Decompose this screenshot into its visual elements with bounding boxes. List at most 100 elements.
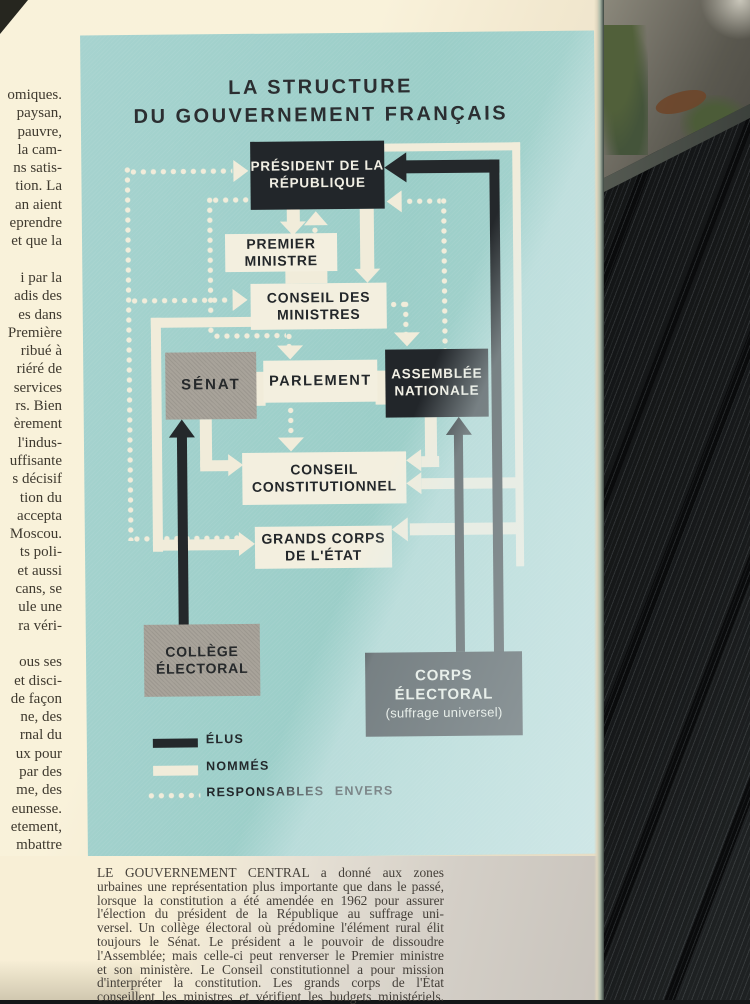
left-column-line: ne, des <box>20 709 62 726</box>
line-president-to-conseil <box>359 208 375 273</box>
left-column-line: mbattre <box>16 837 62 854</box>
left-column-line: riéré de <box>16 361 62 378</box>
box-conseil-const-line1: CONSEIL <box>290 460 359 477</box>
box-conseil-line2: MINISTRES <box>276 305 361 323</box>
arrowhead-dotted-president <box>233 159 249 183</box>
legend-swatch-responsables <box>148 792 201 800</box>
left-column-line: omiques. <box>7 87 62 103</box>
line-right-vertical <box>512 142 525 567</box>
box-president-line2: RÉPUBLIQUE <box>269 174 366 191</box>
left-column-line: eprendre <box>9 215 62 232</box>
legend-swatch-nommes <box>153 765 199 776</box>
band-premier-to-conseil <box>285 270 328 284</box>
lower-corner-shadow <box>0 960 140 1000</box>
paragraph-line: LE GOUVERNEMENT CENTRAL a donné aux zone… <box>97 866 444 880</box>
legend-label-nommes: NOMMÉS <box>206 758 270 774</box>
lower-paper-area <box>0 856 604 1000</box>
box-parlement: PARLEMENT <box>263 359 378 403</box>
box-president: PRÉSIDENT DE LA RÉPUBLIQUE <box>250 140 385 210</box>
arrowhead-down-conseil-const <box>277 437 305 452</box>
box-senat: SÉNAT <box>165 351 257 420</box>
legend-label-responsables: RESPONSABLES ENVERS <box>206 783 394 800</box>
left-column-line: etement, <box>10 818 62 835</box>
diagram-title: LA STRUCTURE DU GOUVERNEMENT FRANÇAIS <box>80 71 561 132</box>
dotted-branch-parlement <box>213 332 286 340</box>
corner-shadow <box>0 0 28 34</box>
box-college-line1: COLLÈGE <box>165 642 239 660</box>
box-assemblee-nationale: ASSEMBLÉE NATIONALE <box>385 348 489 418</box>
arrowhead-up-president <box>303 211 328 226</box>
left-column-line: èrement <box>13 416 62 433</box>
left-column-line: et aussi <box>17 562 62 579</box>
box-corps-line1: CORPS ÉLECTORAL <box>394 666 494 704</box>
left-column-line: adis des <box>14 288 62 305</box>
box-corps-electoral: CORPS ÉLECTORAL (suffrage universel) <box>365 651 523 737</box>
box-grands-corps-line1: GRANDS CORPS <box>261 529 386 547</box>
dotted-right-vertical <box>440 197 449 350</box>
box-conseil-constitutionnel: CONSEIL CONSTITUTIONNEL <box>242 451 407 505</box>
box-college-line2: ÉLECTORAL <box>155 659 249 677</box>
left-column-line: paysan, <box>16 105 62 122</box>
left-column-line: i par la <box>20 269 62 286</box>
box-premier-line2: MINISTRE <box>244 252 318 269</box>
box-assemblee-line1: ASSEMBLÉE <box>391 365 483 382</box>
left-column-line <box>0 251 62 269</box>
box-senat-line1: SÉNAT <box>180 376 241 394</box>
wooden-bench <box>604 104 750 1000</box>
left-column-line: ts poli- <box>19 544 62 561</box>
left-column-line: ribué à <box>20 343 62 360</box>
box-parlement-line1: PARLEMENT <box>268 372 372 390</box>
line-conseil-left-horizontal <box>150 316 252 328</box>
paragraph-line: conseillent les ministres et vérifient l… <box>97 990 444 1004</box>
left-column-line: me, des <box>16 782 62 799</box>
left-column-line: par des <box>19 763 62 780</box>
paragraph-line: et son ministère. Le Conseil constitutio… <box>97 962 444 977</box>
line-right-to-conseil-const <box>421 477 518 490</box>
dotted-left-vertical <box>124 167 134 542</box>
legend-label-elus: ÉLUS <box>205 731 245 747</box>
left-column-line: ra véri- <box>18 617 62 634</box>
dotted-to-conseil <box>131 297 232 305</box>
paragraph-line: l'élection du président de la République… <box>97 907 444 922</box>
dotted-parlement-down <box>287 407 294 438</box>
left-column-line: services <box>13 379 62 396</box>
left-column-line: pauvre, <box>17 123 62 140</box>
left-column-line: tion. La <box>15 178 62 195</box>
left-column-line: es dans <box>18 306 62 323</box>
dotted-to-president <box>130 168 233 176</box>
box-premier-line1: PREMIER <box>246 234 316 252</box>
box-corps-line2: (suffrage universel) <box>385 704 503 721</box>
left-column-line: rs. Bien <box>15 398 62 415</box>
paragraph-line: versel. Un collège électoral où prédomin… <box>97 921 444 935</box>
box-president-line1: PRÉSIDENT DE LA <box>250 157 385 174</box>
arrowhead-down-conseil <box>354 268 381 283</box>
box-conseil-des-ministres: CONSEIL DES MINISTRES <box>250 282 387 330</box>
arrowhead-left-conseil-const-bottom <box>406 472 422 495</box>
grass-patch <box>600 25 648 155</box>
left-column-line: ule une <box>18 599 62 616</box>
left-column-line <box>0 635 62 653</box>
left-column-line: et que la <box>11 233 62 250</box>
body-paragraph: LE GOUVERNEMENT CENTRAL a donné aux zone… <box>97 866 444 1004</box>
left-column-line: ous ses <box>19 654 62 671</box>
arrowhead-down-assemblee <box>393 332 421 347</box>
left-column-line: an aient <box>14 196 62 213</box>
black-line-corps-to-assemblee <box>453 432 465 652</box>
black-line-top <box>402 159 500 174</box>
dotted-to-president-right <box>406 198 441 205</box>
arrowhead-down-parlement <box>277 345 304 360</box>
arrowhead-right-grands-corps <box>238 531 256 556</box>
left-column-line: et disci- <box>14 672 62 689</box>
dotted-conseil-to-assemblee-v <box>402 301 409 334</box>
left-column-line: Première <box>7 324 62 341</box>
left-column-line: ns satis- <box>13 160 62 177</box>
pavement-highlight <box>700 0 750 40</box>
black-line-college-to-senat <box>176 435 189 626</box>
arrowhead-right-conseil-const <box>228 453 244 477</box>
page-edge <box>594 0 604 1000</box>
arrowhead-left-conseil-const-top <box>406 449 422 472</box>
left-column-line: rnal du <box>19 727 62 744</box>
paragraph-line: l'Assemblée; mais celle-ci peut renverse… <box>97 948 444 963</box>
left-column-line: la cam- <box>17 141 62 158</box>
left-column-line: uffisante <box>9 452 62 469</box>
